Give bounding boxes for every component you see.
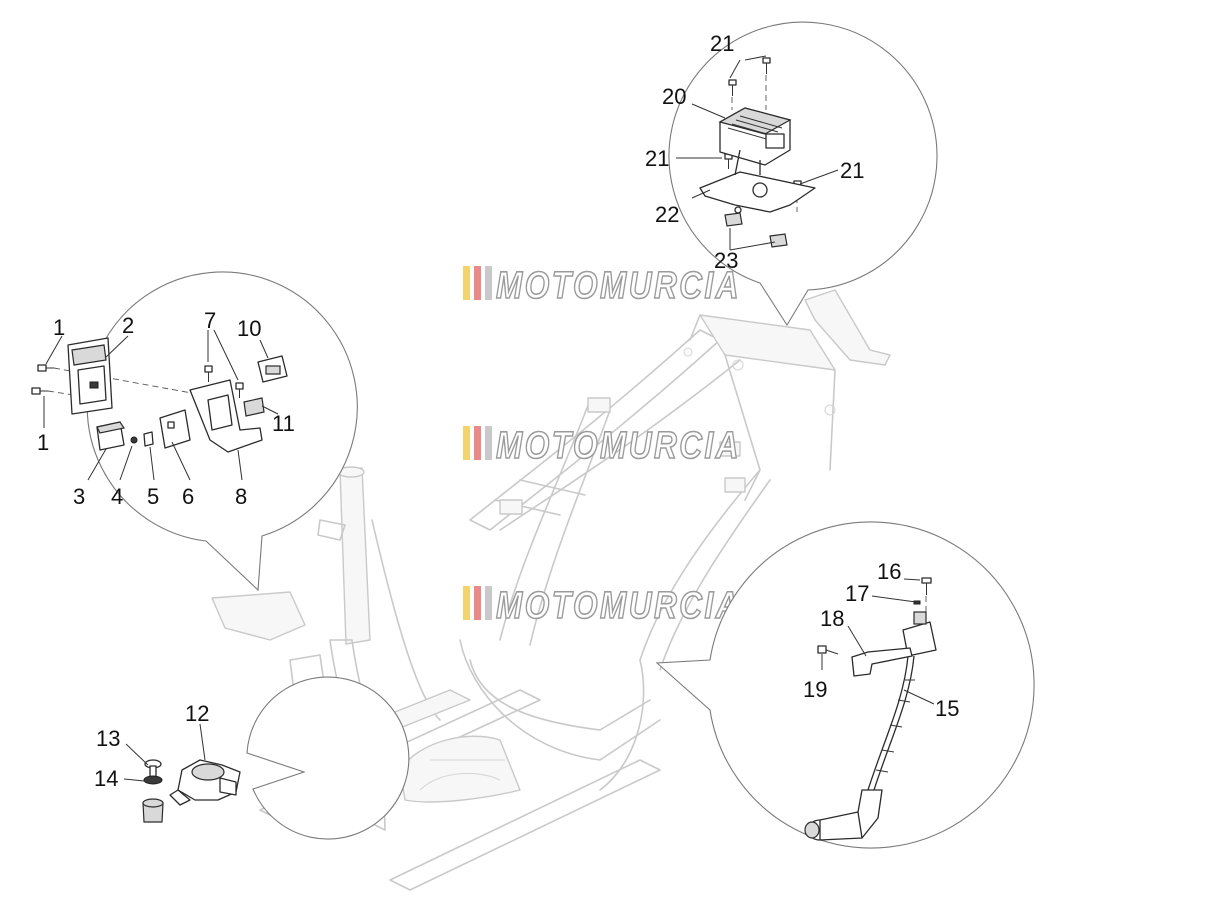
relay: [96, 421, 125, 451]
detail-bubble-sensor: 12 13 14: [94, 676, 410, 840]
clip-nut: [769, 233, 788, 248]
callout-20: 20: [662, 84, 686, 109]
callout-13: 13: [96, 726, 120, 751]
washer: [130, 436, 138, 444]
screw-icon: [921, 577, 932, 595]
callout-21-right: 21: [840, 158, 864, 183]
callout-23: 23: [714, 248, 738, 273]
callout-6: 6: [182, 484, 194, 509]
watermark-2: MOTOMURCIA: [463, 424, 741, 468]
callout-17: 17: [845, 581, 869, 606]
callout-1-bottom: 1: [37, 430, 49, 455]
svg-text:MOTOMURCIA: MOTOMURCIA: [496, 585, 741, 627]
callout-16: 16: [877, 559, 901, 584]
probe-sensor: [804, 611, 937, 841]
support-bracket: [189, 379, 263, 453]
probe-bracket: [851, 647, 913, 677]
callout-3: 3: [73, 484, 85, 509]
callout-11: 11: [272, 411, 295, 436]
callout-1-top: 1: [53, 315, 65, 340]
callout-10: 10: [237, 316, 261, 341]
callout-2: 2: [122, 313, 134, 338]
svg-text:MOTOMURCIA: MOTOMURCIA: [496, 425, 741, 467]
screw-icon: [817, 645, 839, 655]
mounting-plate: [159, 409, 191, 449]
screw-icon: [235, 382, 244, 398]
clip-nut: [724, 212, 743, 227]
callout-7: 7: [204, 308, 216, 333]
screw-icon: [728, 79, 737, 96]
washer: [143, 775, 163, 785]
callout-14: 14: [94, 766, 118, 791]
spacer: [143, 431, 154, 447]
screw-icon: [762, 57, 771, 74]
watermark-1: MOTOMURCIA: [463, 264, 741, 308]
rubber-pad: [243, 397, 265, 417]
callout-12: 12: [185, 701, 209, 726]
o-ring: [913, 600, 921, 605]
screw-icon: [31, 387, 48, 395]
control-unit-box: [67, 337, 113, 415]
callout-15: 15: [935, 696, 959, 721]
callout-21-top: 21: [710, 31, 734, 56]
regulator-bracket: [699, 149, 816, 214]
callout-19: 19: [803, 677, 827, 702]
callout-18: 18: [820, 606, 844, 631]
sensor-unit: [169, 759, 241, 806]
callout-8: 8: [235, 484, 247, 509]
voltage-regulator: [718, 107, 792, 166]
watermark-3: MOTOMURCIA: [463, 584, 741, 628]
callout-22: 22: [655, 202, 679, 227]
detail-bubble-probe: 16 17 18 19 15: [655, 521, 1035, 849]
detail-bubble-regulator: 21 20 21 21 22 23: [645, 21, 938, 327]
screw-icon: [204, 365, 213, 382]
callout-21-left: 21: [645, 146, 669, 171]
detail-bubble-control-unit: 1 2 7 10 1 11 3 4 5 6 8: [31, 271, 358, 592]
svg-text:MOTOMURCIA: MOTOMURCIA: [496, 265, 741, 307]
screw-icon: [37, 364, 54, 372]
callout-4: 4: [111, 484, 123, 509]
callout-5: 5: [147, 484, 159, 509]
